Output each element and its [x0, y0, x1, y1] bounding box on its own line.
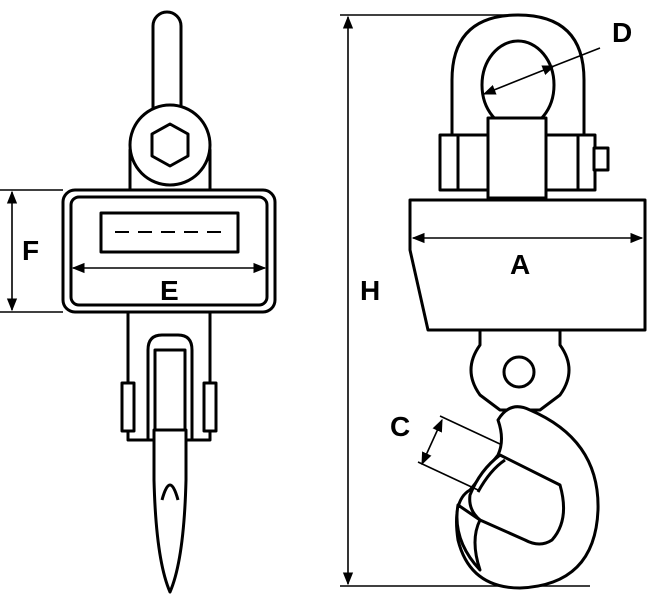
hook-front	[152, 428, 188, 594]
shackle-link	[486, 116, 548, 200]
c-extension-top	[439, 415, 501, 445]
display-window	[99, 211, 240, 254]
label-f: F	[22, 235, 39, 266]
label-c: C	[390, 411, 410, 442]
scale-body-inner	[69, 195, 269, 307]
right-pin-block	[202, 381, 218, 433]
hook-tip-front	[160, 483, 180, 501]
hook-plate	[153, 348, 187, 442]
front-view: F E	[0, 10, 277, 594]
shackle-opening	[480, 39, 556, 131]
bolt-nut	[592, 146, 610, 172]
label-a: A	[510, 249, 530, 280]
hook-tip	[455, 503, 482, 572]
label-e: E	[160, 275, 179, 306]
label-h: H	[360, 275, 380, 306]
label-d: D	[612, 17, 632, 48]
hook-throat	[468, 453, 566, 546]
hook-eye-pin	[502, 355, 536, 389]
c-dimension-line	[421, 418, 443, 466]
left-pin-block	[120, 381, 136, 433]
side-view: H D A C	[340, 13, 647, 590]
hook-latch	[476, 458, 506, 493]
c-extension-bottom	[417, 461, 479, 491]
d-leader	[553, 47, 601, 67]
hex-nut-icon	[150, 122, 190, 168]
d-dimension-line	[482, 65, 556, 95]
